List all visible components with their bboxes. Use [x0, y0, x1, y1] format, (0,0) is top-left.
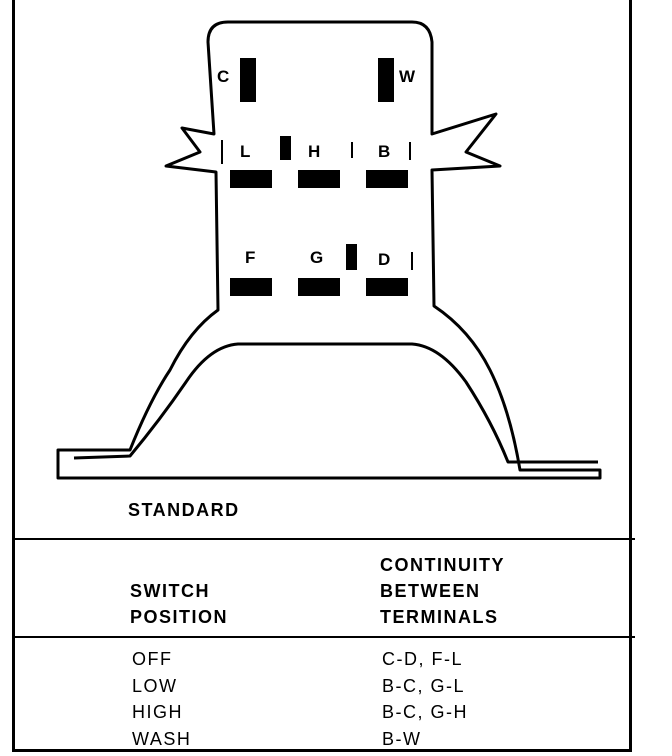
- terminal-label-c: C: [217, 67, 229, 86]
- table-cell-continuity: C-D, F-L: [382, 649, 463, 669]
- terminal-label-d: D: [378, 250, 390, 269]
- terminal-b-slot: [366, 170, 408, 188]
- table-cell-position: OFF: [132, 649, 173, 669]
- terminal-l-slot: [230, 170, 272, 188]
- terminal-label-b: B: [378, 142, 390, 161]
- header-line: BETWEEN: [380, 581, 481, 601]
- terminal-g-slot: [298, 278, 340, 296]
- table-cell-continuity: B-C, G-H: [382, 702, 468, 722]
- table-cell-continuity: B-W: [382, 728, 422, 749]
- terminal-label-l: L: [240, 142, 250, 161]
- table-cell-continuity: B-C, G-L: [382, 675, 466, 696]
- switch-connector-diagram: C W L H B F G D: [56, 20, 602, 480]
- terminal-w-blade: [378, 58, 394, 102]
- outer-frame: [12, 0, 632, 752]
- terminal-f-slot: [230, 278, 272, 296]
- table-header-rule: [12, 636, 635, 638]
- terminal-lh-blade: [280, 136, 291, 160]
- terminal-d-slot: [366, 278, 408, 296]
- terminal-label-h: H: [308, 142, 320, 161]
- header-line: CONTINUITY: [380, 555, 505, 575]
- terminal-label-g: G: [310, 248, 323, 267]
- diagram-caption: STANDARD: [128, 500, 240, 520]
- terminal-h-slot: [298, 170, 340, 188]
- table-cell-position: LOW: [132, 675, 178, 696]
- terminal-c-blade: [240, 58, 256, 102]
- switch-position-column: OFF LOW HIGH WASH: [132, 646, 191, 752]
- terminal-label-w: W: [399, 67, 416, 86]
- switch-position-header: SWITCH POSITION: [130, 578, 228, 630]
- terminal-label-f: F: [245, 248, 255, 267]
- header-line: SWITCH: [130, 581, 210, 601]
- continuity-header: CONTINUITY BETWEEN TERMINALS: [380, 552, 505, 630]
- table-cell-position: HIGH: [132, 702, 183, 722]
- header-line: TERMINALS: [380, 607, 499, 627]
- connector-outline: [56, 20, 602, 480]
- terminal-gd-blade: [346, 244, 357, 270]
- table-cell-position: WASH: [132, 728, 192, 749]
- header-line: POSITION: [130, 607, 229, 627]
- continuity-column: C-D, F-L B-C, G-L B-C, G-H B-W: [382, 646, 468, 752]
- table-top-rule: [12, 538, 635, 540]
- connector-inner-arch: [73, 342, 598, 464]
